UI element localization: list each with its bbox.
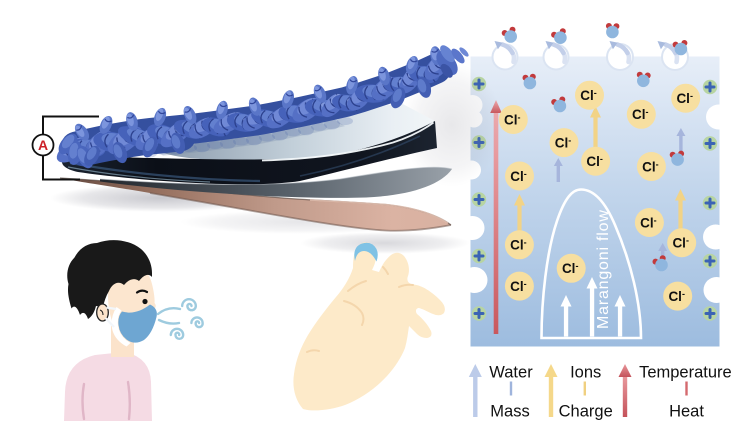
svg-text:Cl-: Cl- bbox=[642, 159, 659, 174]
svg-text:Cl-: Cl- bbox=[562, 261, 579, 276]
svg-text:Water: Water bbox=[489, 364, 533, 382]
svg-text:A: A bbox=[38, 137, 48, 153]
svg-text:Ions: Ions bbox=[570, 364, 601, 382]
svg-text:Cl-: Cl- bbox=[504, 112, 521, 127]
svg-text:Cl-: Cl- bbox=[580, 88, 597, 103]
svg-text:Cl-: Cl- bbox=[586, 154, 603, 169]
svg-text:Cl-: Cl- bbox=[510, 169, 527, 184]
svg-text:Marangoni flow: Marangoni flow bbox=[595, 209, 612, 329]
svg-text:Cl-: Cl- bbox=[676, 91, 693, 106]
svg-text:Cl-: Cl- bbox=[510, 279, 527, 294]
svg-text:Charge: Charge bbox=[559, 403, 613, 421]
svg-text:Temperature: Temperature bbox=[639, 364, 732, 382]
svg-text:Cl-: Cl- bbox=[632, 107, 649, 122]
svg-text:Cl-: Cl- bbox=[672, 236, 689, 251]
svg-text:Cl-: Cl- bbox=[555, 135, 572, 150]
svg-text:Cl-: Cl- bbox=[640, 215, 657, 230]
svg-text:Cl-: Cl- bbox=[510, 238, 527, 253]
svg-text:Cl-: Cl- bbox=[668, 289, 685, 304]
svg-text:Mass: Mass bbox=[490, 403, 529, 421]
svg-text:Heat: Heat bbox=[669, 403, 704, 421]
